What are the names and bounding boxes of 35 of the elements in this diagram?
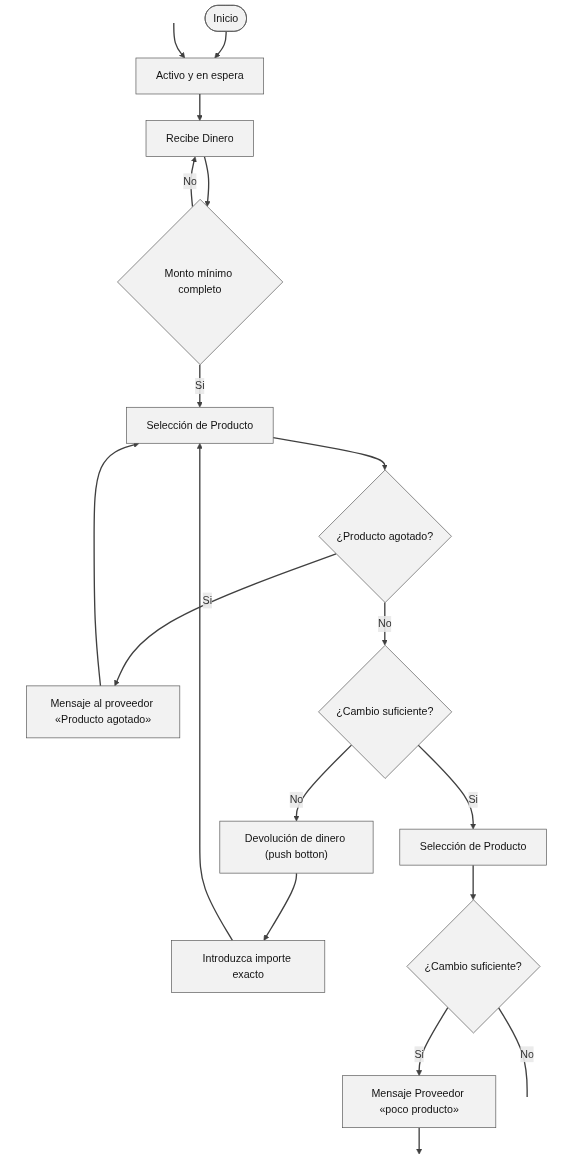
- edge-label: Si: [202, 594, 213, 606]
- edge-label: No: [520, 1048, 534, 1060]
- arrow: [196, 443, 234, 942]
- node-box: Devolución de dinero (push botton): [219, 820, 374, 874]
- node-diamond: ¿Cambio suficiente?: [406, 899, 541, 1034]
- node-box: Recibe Dinero: [145, 120, 254, 157]
- arrow: [263, 872, 298, 941]
- arrow: [417, 744, 477, 830]
- connector: [497, 1007, 528, 1098]
- arrow: [196, 93, 203, 121]
- arrow: [173, 22, 186, 59]
- node-diamond: Monto mínimo completo: [117, 198, 284, 365]
- edge-label: Si: [195, 379, 205, 392]
- node-box: Mensaje al proveedor «Producto agotado»: [26, 685, 181, 739]
- arrow: [272, 437, 388, 471]
- arrow: [293, 744, 353, 822]
- edge-label: Si: [414, 1048, 424, 1060]
- arrow: [416, 1127, 423, 1155]
- node-box: Mensaje Proveedor «poco producto»: [342, 1075, 497, 1128]
- arrow: [203, 156, 211, 207]
- node-box: Activo y en espera: [135, 57, 264, 95]
- node-diamond: ¿Cambio suficiente?: [318, 644, 453, 779]
- arrow: [416, 1007, 449, 1076]
- node-diamond: ¿Producto agotado?: [318, 469, 452, 603]
- edge-label: Si: [468, 793, 478, 806]
- arrow: [470, 864, 477, 901]
- node-box: Selección de Producto: [399, 828, 547, 866]
- node-box: Introduzca importe exacto: [171, 940, 326, 993]
- node-box: Selección de Producto: [126, 406, 274, 444]
- edge-label: No: [377, 617, 392, 630]
- arrow: [114, 553, 337, 687]
- arrow: [214, 31, 227, 59]
- edge-label: No: [183, 175, 197, 187]
- edge-label: No: [289, 793, 304, 806]
- arrow: [93, 442, 140, 687]
